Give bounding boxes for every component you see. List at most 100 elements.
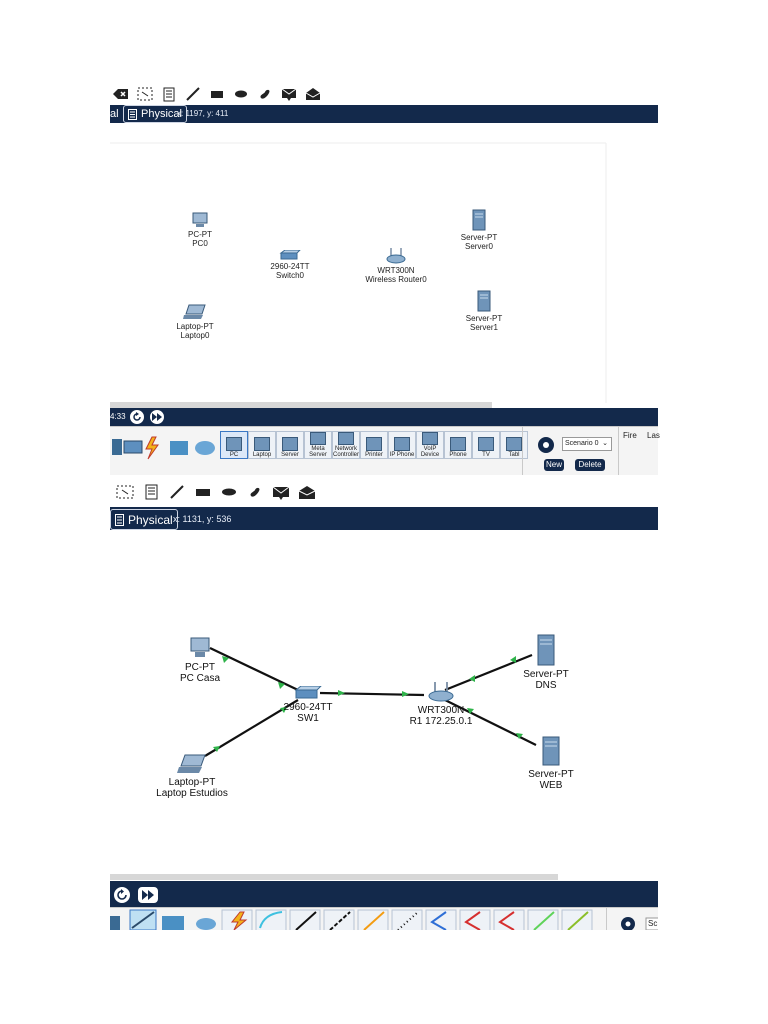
link-up-indicator (222, 656, 229, 663)
cloud-category-icon[interactable] (195, 441, 215, 455)
horizontal-scrollbar[interactable] (110, 874, 558, 880)
delete-scenario-button[interactable]: Delete (575, 459, 605, 471)
bottom-realtime-bar (110, 881, 658, 907)
delete-icon[interactable] (112, 86, 130, 102)
link-router-dns[interactable] (444, 653, 533, 692)
reset-time-button[interactable] (128, 408, 146, 426)
line-icon[interactable] (184, 86, 202, 102)
device-laptop[interactable]: Laptop-PT Laptop Estudios (156, 754, 228, 799)
device-pc[interactable]: PC-PT PC0 (180, 212, 220, 248)
device-type: Server-PT (523, 669, 569, 680)
logical-tab-partial[interactable]: al (110, 106, 119, 122)
straight-through-cable-icon[interactable] (295, 911, 317, 930)
device-type: Server-PT (465, 314, 503, 323)
freeform-icon[interactable] (256, 86, 274, 102)
device-server[interactable]: Server-PT Server1 (463, 290, 505, 332)
horizontal-scrollbar[interactable] (110, 402, 492, 408)
palette-item[interactable]: VoIP Device (416, 431, 444, 459)
add-pdu-icon[interactable] (272, 484, 290, 500)
iot-cable-icon[interactable] (567, 911, 589, 930)
complex-pdu-icon[interactable] (304, 86, 322, 102)
rectangle-icon[interactable] (208, 86, 226, 102)
physical-tab[interactable]: Physical (123, 105, 187, 123)
serial-dte-cable-icon[interactable] (498, 911, 515, 930)
palette-item[interactable]: Tabl (500, 431, 528, 459)
note-icon[interactable] (142, 484, 160, 500)
device-name: SW1 (297, 713, 319, 724)
device-router[interactable]: WRT300N R1 172.25.0.1 (406, 680, 476, 727)
palette-item[interactable]: IP Phone (388, 431, 416, 459)
palette-item[interactable]: Network Controller (332, 431, 360, 459)
palette-item-label: Phone (449, 452, 467, 458)
palette-item[interactable]: Phone (444, 431, 472, 459)
device-server[interactable]: Server-PT Server0 (458, 209, 500, 251)
select-region-icon[interactable] (116, 484, 134, 500)
link-up-indicator (278, 682, 285, 689)
bottom-canvas[interactable] (110, 530, 658, 870)
end-devices-category-icon[interactable] (112, 439, 122, 455)
complex-pdu-icon[interactable] (298, 484, 316, 500)
link-router-web[interactable] (444, 699, 537, 746)
laptop-icon (177, 754, 206, 773)
device-server[interactable]: Server-PT DNS (522, 634, 570, 691)
octal-cable-icon[interactable] (533, 911, 555, 930)
device-type: 2960-24TT (283, 702, 333, 713)
switches-category-icon[interactable] (123, 440, 143, 454)
new-scenario-button[interactable]: New (544, 459, 564, 471)
palette-item-label: Meta Server (309, 446, 327, 458)
connections-category-icon[interactable] (145, 436, 159, 460)
pdu-col-fire: Fire (623, 431, 637, 440)
device-name: PC Casa (179, 673, 220, 684)
wireless-router-icon (428, 682, 454, 702)
rectangle-icon[interactable] (194, 484, 212, 500)
note-icon[interactable] (160, 86, 178, 102)
cloud-category-icon[interactable] (196, 918, 216, 930)
device-type-icon (226, 437, 242, 451)
record-dot-icon (543, 442, 549, 448)
console-cable-icon[interactable] (259, 911, 283, 929)
palette-item[interactable]: Server (276, 431, 304, 459)
auto-connection-icon[interactable] (230, 911, 248, 930)
device-pc[interactable]: PC-PT PC Casa (172, 637, 228, 684)
fast-forward-button[interactable] (148, 408, 166, 426)
scenario-select[interactable] (645, 917, 658, 930)
pc-icon (190, 637, 210, 657)
line-icon[interactable] (168, 484, 186, 500)
crossover-cable-icon[interactable] (329, 911, 351, 930)
top-canvas[interactable] (110, 123, 658, 403)
serial-dce-cable-icon[interactable] (464, 911, 481, 930)
palette-item[interactable]: Meta Server (304, 431, 332, 459)
palette-item[interactable]: Printer (360, 431, 388, 459)
device-type: 2960-24TT (270, 262, 310, 271)
coaxial-cable-icon[interactable] (430, 911, 447, 930)
palette-item[interactable]: Laptop (248, 431, 276, 459)
physical-view-icon (128, 108, 137, 120)
device-laptop[interactable]: Laptop-PT Laptop0 (172, 304, 218, 340)
device-switch[interactable]: 2960-24TT SW1 (280, 685, 336, 724)
misc-category-icon[interactable] (162, 916, 184, 930)
link-up-indicator (516, 733, 523, 739)
device-router[interactable]: WRT300N Wireless Router0 (364, 246, 428, 284)
scenario-select[interactable]: Scenario 0 ⌄ (562, 437, 612, 451)
fast-forward-button[interactable] (136, 885, 160, 905)
freeform-icon[interactable] (246, 484, 264, 500)
ellipse-icon[interactable] (220, 484, 238, 500)
misc-category-icon[interactable] (170, 441, 188, 455)
link-pc-switch[interactable] (209, 647, 299, 691)
ellipse-icon[interactable] (232, 86, 250, 102)
add-pdu-icon[interactable] (280, 86, 298, 102)
device-switch[interactable]: 2960-24TT Switch0 (268, 249, 312, 280)
physical-tab[interactable]: Physical (110, 509, 178, 530)
device-server[interactable]: Server-PT WEB (527, 736, 575, 791)
palette-item[interactable]: PC (220, 431, 248, 459)
select-region-icon[interactable] (136, 86, 154, 102)
palette-item[interactable]: TV (472, 431, 500, 459)
switches-category-icon[interactable] (110, 916, 120, 930)
reset-time-button[interactable] (112, 885, 132, 905)
reset-icon (117, 889, 127, 900)
link-up-indicator (467, 708, 474, 714)
device-type: WRT300N (417, 705, 465, 716)
device-name: Wireless Router0 (365, 275, 427, 284)
pdu-record-button[interactable] (538, 437, 554, 453)
fiber-cable-icon[interactable] (363, 911, 385, 930)
